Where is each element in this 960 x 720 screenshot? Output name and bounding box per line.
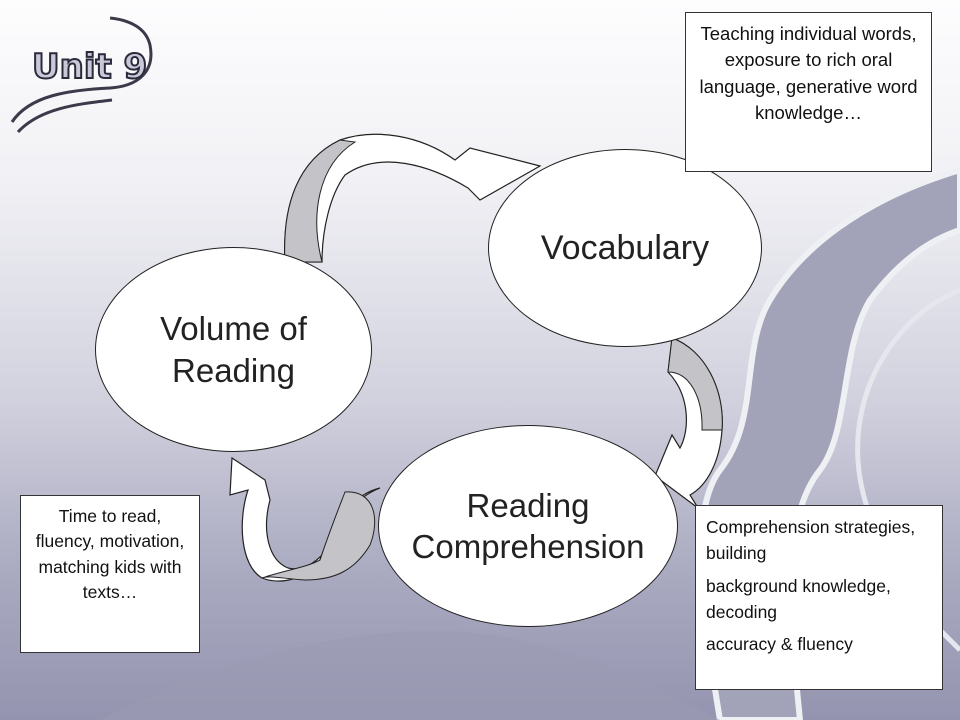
- note-comprehension-line1: Comprehension strategies, building: [706, 517, 916, 564]
- note-comprehension: Comprehension strategies, building backg…: [695, 505, 943, 690]
- arrow-shade-right: [667, 337, 723, 431]
- road-lower: [100, 631, 720, 720]
- note-vocabulary-text: Teaching individual words, exposure to r…: [699, 23, 918, 123]
- note-volume: Time to read, fluency, motivation, match…: [20, 495, 200, 653]
- note-comprehension-line2: background knowledge, decoding: [706, 575, 891, 622]
- volume-circle: Volume of Reading: [95, 247, 372, 452]
- logo-swoosh-lower: [16, 98, 113, 134]
- comprehension-label-line1: Reading: [466, 486, 590, 524]
- volume-label-line2: Reading: [172, 351, 295, 389]
- vocabulary-label: Vocabulary: [540, 228, 710, 267]
- vocabulary-circle: Vocabulary: [488, 149, 762, 347]
- unit-title: Unit 9: [32, 47, 147, 87]
- arrow-shade-top: [284, 139, 357, 263]
- note-vocabulary: Teaching individual words, exposure to r…: [685, 12, 932, 172]
- volume-label-line1: Volume of: [160, 310, 307, 348]
- arrow-shade-left: [261, 491, 376, 581]
- note-volume-text: Time to read, fluency, motivation, match…: [35, 506, 185, 603]
- comprehension-label-line2: Comprehension: [411, 528, 645, 565]
- logo-swoosh: [10, 16, 153, 123]
- comprehension-circle: Reading Comprehension: [378, 425, 678, 627]
- note-comprehension-line3: accuracy & fluency: [706, 634, 853, 654]
- unit-logo: Unit 9: [10, 16, 153, 134]
